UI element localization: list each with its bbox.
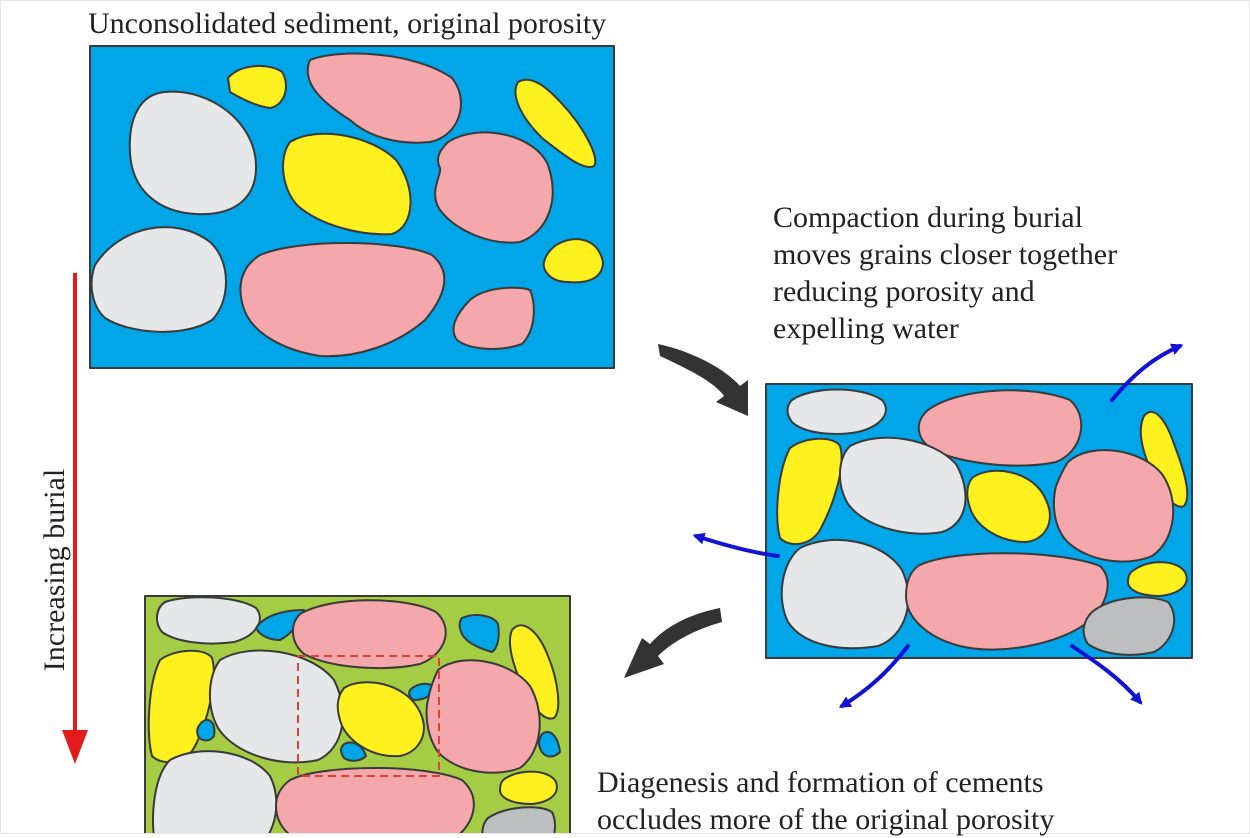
grain-gray xyxy=(786,388,887,435)
grain-yellow xyxy=(508,624,560,720)
grain-pink xyxy=(452,286,535,350)
grain-yellow xyxy=(514,78,597,169)
grain-pink xyxy=(275,767,475,834)
grain-gray xyxy=(151,750,278,834)
grain-pink xyxy=(292,599,447,670)
arrow-stage1-to-stage2 xyxy=(658,344,748,416)
caption-line: occludes more of the original porosity xyxy=(597,803,1055,836)
water-arrow-down-left xyxy=(838,644,910,708)
grain-gray xyxy=(208,649,344,764)
grain-gray xyxy=(90,226,227,333)
caption-line: expelling water xyxy=(773,312,959,345)
pore-remnant xyxy=(458,614,500,653)
grain-pink xyxy=(905,552,1109,651)
water-arrows xyxy=(692,343,1184,708)
caption-line: Compaction during burial xyxy=(773,201,1083,234)
caption-stage2: Compaction during burial moves grains cl… xyxy=(773,199,1117,347)
grain-yellow xyxy=(776,437,843,546)
pore-remnant xyxy=(340,741,367,762)
grain-gray xyxy=(156,596,261,645)
caption-line: Unconsolidated sediment, original porosi… xyxy=(88,7,607,40)
stage2-panel xyxy=(765,383,1193,659)
caption-line: Diagenesis and formation of cements xyxy=(597,766,1044,799)
caption-stage3: Diagenesis and formation of cements occl… xyxy=(597,764,1054,838)
grain-pink xyxy=(306,52,462,144)
grain-pink xyxy=(425,659,541,774)
grain-yellow xyxy=(1127,561,1188,597)
burial-arrow-head xyxy=(62,730,88,764)
grain-dark-gray xyxy=(1082,596,1176,656)
pore-remnant xyxy=(538,731,561,758)
grain-yellow xyxy=(227,64,287,109)
grain-yellow xyxy=(336,681,425,758)
grain-yellow xyxy=(1139,410,1189,508)
caption-line: moves grains closer together xyxy=(773,238,1118,271)
grain-gray xyxy=(838,436,967,535)
stage-arrows xyxy=(624,344,748,678)
grain-yellow xyxy=(966,469,1051,543)
stage1-panel xyxy=(89,45,615,369)
grain-yellow xyxy=(542,238,604,284)
grain-yellow xyxy=(499,770,558,805)
caption-line: reducing porosity and xyxy=(773,275,1035,308)
grain-pink xyxy=(434,131,554,244)
grain-yellow xyxy=(282,132,412,236)
caption-stage1: Unconsolidated sediment, original porosi… xyxy=(88,5,606,42)
water-arrow-down-right xyxy=(1070,644,1143,705)
water-arrow-left xyxy=(692,532,780,558)
pore-remnant xyxy=(196,718,216,742)
water-arrow-up-right xyxy=(1110,343,1184,402)
grain-gray xyxy=(128,90,258,216)
grain-pink xyxy=(1052,449,1175,563)
highlight-box xyxy=(297,655,440,777)
grain-pink xyxy=(239,242,446,358)
arrow-stage2-to-stage3 xyxy=(624,608,722,678)
burial-axis xyxy=(62,273,88,764)
grain-gray xyxy=(780,538,910,650)
burial-axis-label: Increasing burial xyxy=(38,468,71,672)
grain-dark-gray xyxy=(481,806,556,834)
stage3-panel xyxy=(144,595,571,834)
